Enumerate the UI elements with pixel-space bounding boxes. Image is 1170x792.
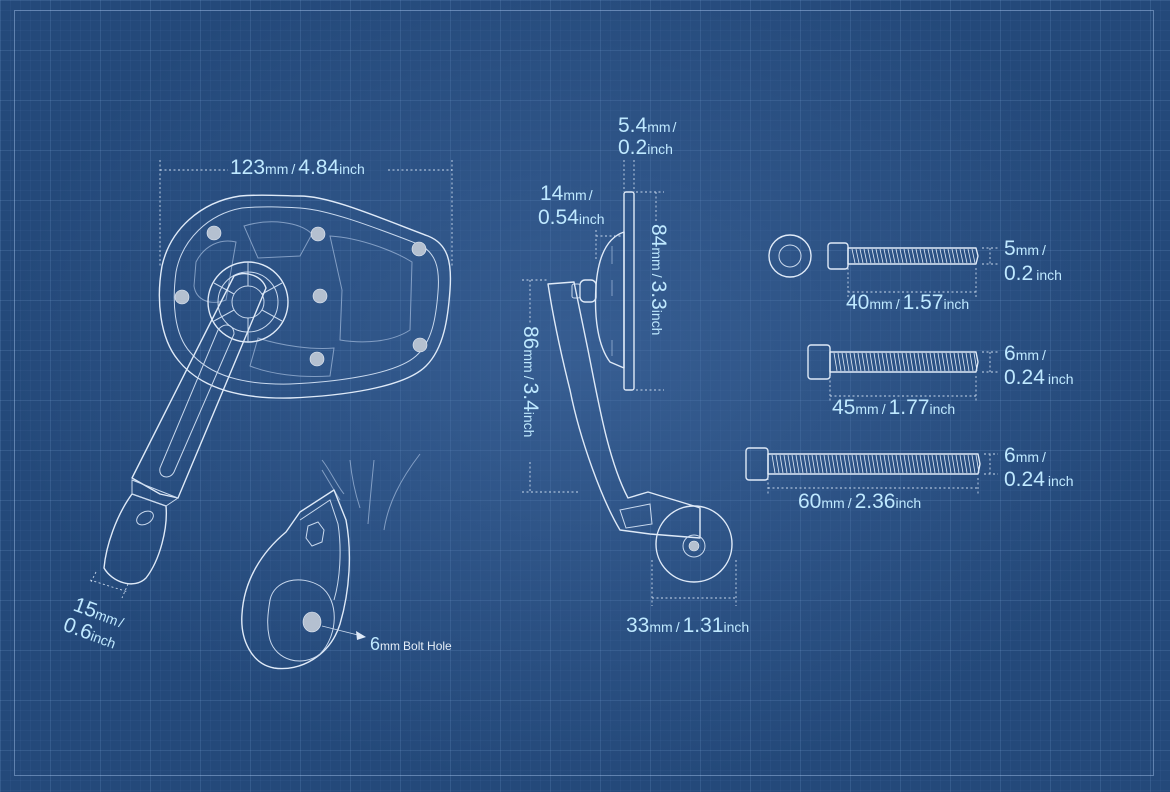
mirror-pocket-right xyxy=(329,235,413,343)
clamp-ring xyxy=(267,579,335,662)
bolt-shaft xyxy=(767,453,981,475)
side-clamp-hole xyxy=(682,534,706,558)
dimension-clamp-diameter: 33mm/1.31inch xyxy=(626,560,749,637)
bolt-diameter-mm: 6mm/ xyxy=(1004,444,1046,467)
bolt-shaft xyxy=(847,247,979,265)
dimension-arm-width: 15mm/ 0.6inch xyxy=(60,571,129,652)
mirror-pocket-left xyxy=(193,240,237,303)
mirror-pivot-core xyxy=(231,285,265,319)
mirror-glass-side xyxy=(623,191,635,391)
clamp-hex-socket xyxy=(305,521,325,547)
bolt-length-label: 60mm/2.36inch xyxy=(798,490,921,513)
side-clamp-ring xyxy=(655,505,733,583)
bolt-hole-leader xyxy=(321,625,363,637)
washer xyxy=(768,234,812,278)
bolt-length-label: 45mm/1.77inch xyxy=(832,396,955,419)
mirror-housing-side xyxy=(594,231,625,369)
mirror-ball-joint xyxy=(579,279,597,303)
dimension-mirror-height-label: 84mm/3.3inch xyxy=(647,224,670,335)
mirror-screw-2 xyxy=(310,226,326,242)
side-arm xyxy=(547,281,701,539)
bolt-head xyxy=(745,447,769,481)
bolt-head xyxy=(827,242,849,270)
mirror-arm-slot xyxy=(159,324,235,478)
mirror-screw-6 xyxy=(309,351,325,367)
dimension-glass-thickness-inch: 0.2inch xyxy=(618,136,673,159)
dimension-housing-depth: 14mm/ 0.54inch xyxy=(538,182,624,260)
mirror-screw-5 xyxy=(312,288,328,304)
mirror-arm-clamp xyxy=(103,493,168,585)
dimension-mirror-width-label: 123mm/4.84inch xyxy=(230,156,365,179)
clamp-bolt-hole xyxy=(302,611,322,633)
mirror-screw-4 xyxy=(174,289,190,305)
mirror-front-view xyxy=(103,194,452,585)
dimension-arm-height-label: 86mm/3.4inch xyxy=(519,326,542,437)
dimension-housing-depth-mm: 14mm/ xyxy=(540,182,593,205)
dimension-mirror-width: 123mm/4.84inch xyxy=(159,156,453,268)
clamp-ghost-arm xyxy=(321,453,421,531)
bolt-hole-arrow xyxy=(356,631,366,640)
dimension-glass-thickness: 5.4mm/ 0.2inch xyxy=(618,114,677,192)
blueprint-frame xyxy=(14,10,1154,776)
side-arm-clamp-block xyxy=(619,503,653,529)
mirror-pocket-top xyxy=(243,221,313,259)
mirror-housing-outline xyxy=(158,194,452,399)
clamp-body xyxy=(241,489,351,670)
dimension-housing-depth-inch: 0.54inch xyxy=(538,206,605,229)
mirror-screw-1 xyxy=(206,225,222,241)
bolt-diameter-mm: 5mm/ xyxy=(1004,237,1046,260)
bolt-shaft xyxy=(829,351,979,373)
bolt-head xyxy=(807,344,831,380)
mirror-screw-3 xyxy=(411,241,427,257)
mirror-pocket-bottom xyxy=(249,337,335,377)
mirror-stem xyxy=(571,283,581,299)
mirror-side-view xyxy=(547,191,733,583)
side-clamp-hole-center xyxy=(688,540,700,552)
mirror-arm-clamp-edge xyxy=(131,479,180,507)
mirror-arm-clamp-screw xyxy=(136,510,154,526)
clamp-body-inner xyxy=(299,499,341,601)
bolt-diameter-mm: 6mm/ xyxy=(1004,342,1046,365)
dimension-arm-height: 86mm/3.4inch xyxy=(519,279,580,493)
dimension-mirror-height: 84mm/3.3inch xyxy=(636,191,670,391)
mirror-screw-7 xyxy=(412,337,428,353)
mirror-arm-outline xyxy=(131,272,267,499)
bolt-length-label: 40mm/1.57inch xyxy=(846,291,969,314)
dimension-clamp-diameter-label: 33mm/1.31inch xyxy=(626,614,749,637)
dimension-glass-thickness-mm: 5.4mm/ xyxy=(618,114,677,137)
